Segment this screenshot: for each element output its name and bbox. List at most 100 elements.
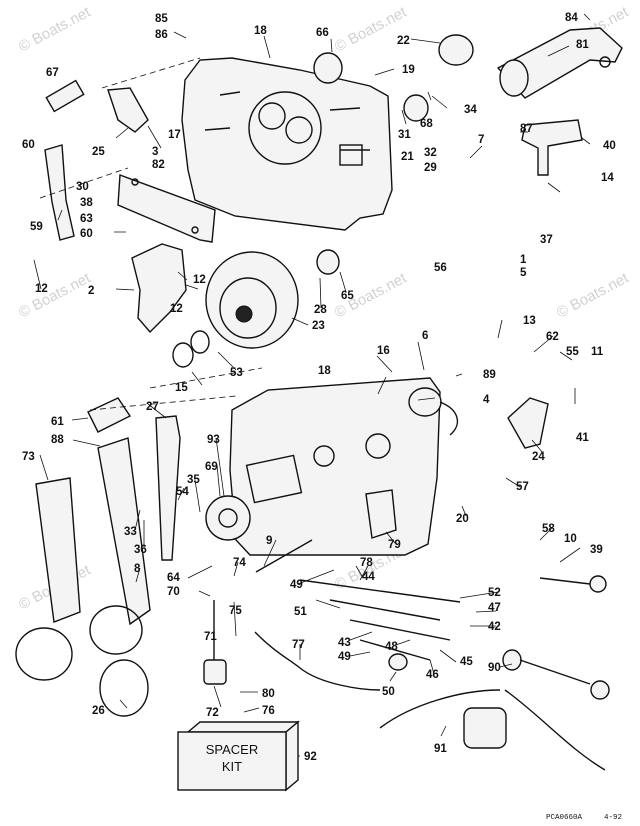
callout-label: 88 (51, 434, 64, 446)
cable-90-part (379, 689, 606, 771)
callout-label: 92 (304, 751, 317, 763)
callout-label: 33 (124, 526, 137, 538)
callout-label: 68 (420, 118, 433, 130)
switch-part (408, 387, 459, 436)
callout-label: 60 (22, 139, 35, 151)
callout-label: 1 (520, 254, 527, 266)
callout-label: 49 (338, 651, 351, 663)
callout-label: 12 (193, 274, 206, 286)
callout-label: 7 (478, 134, 484, 146)
callout-label: 81 (576, 39, 589, 51)
callout-label: 41 (576, 432, 589, 444)
callout-label: 11 (591, 346, 604, 358)
upper-housing-part (181, 57, 393, 231)
plate-3-part (107, 87, 149, 133)
callout-label: 71 (204, 631, 217, 643)
bar-27-part (155, 415, 181, 561)
callout-label: 87 (520, 123, 533, 135)
callout-label: 14 (601, 172, 614, 184)
callout-label: 77 (292, 639, 305, 651)
callout-label: 52 (488, 587, 501, 599)
callout-label: 89 (483, 369, 496, 381)
callout-label: 69 (205, 461, 218, 473)
callout-label: 12 (35, 283, 48, 295)
lever-part (44, 144, 75, 241)
callout-label: 36 (134, 544, 147, 556)
switch-knob-part (589, 575, 607, 593)
callout-label: 31 (398, 129, 411, 141)
connector-72-part (203, 659, 227, 685)
callout-label: 64 (167, 572, 180, 584)
callout-label: 17 (168, 129, 181, 141)
wiring-harness-part (299, 579, 461, 661)
callout-label: 61 (51, 416, 64, 428)
callout-label: 20 (456, 513, 469, 525)
callout-label: 73 (22, 451, 35, 463)
callout-label: 54 (176, 486, 189, 498)
callout-label: 5 (520, 267, 527, 279)
callout-label: 13 (523, 315, 536, 327)
callout-label: 42 (488, 621, 501, 633)
callout-label: 75 (229, 605, 242, 617)
bracket-24-part (507, 397, 549, 449)
callout-label: 78 (360, 557, 373, 569)
callout-label: 12 (170, 303, 183, 315)
callout-label: 86 (155, 29, 168, 41)
callout-label: 4 (483, 394, 490, 406)
callout-label: 35 (187, 474, 200, 486)
seal-65-part (316, 249, 340, 275)
callout-label: 29 (424, 162, 437, 174)
callout-label: 28 (314, 304, 327, 316)
callout-label: 79 (388, 539, 401, 551)
connector-50-part (388, 653, 408, 671)
alignment-line (39, 57, 263, 411)
connector-42-part (502, 649, 610, 700)
callout-label: 65 (341, 290, 354, 302)
spacer-kit-box: SPACER KIT (177, 720, 300, 792)
callout-label: 90 (488, 662, 501, 674)
callout-label: 34 (464, 104, 477, 116)
callout-label: 67 (46, 67, 59, 79)
callout-label: 43 (338, 637, 351, 649)
callout-labels: 85 86 18 66 22 84 81 19 67 34 68 31 3 17… (22, 12, 616, 763)
lockout-plate-part (117, 174, 216, 243)
drawing-date: 4-92 (604, 814, 622, 822)
callout-label: 93 (207, 434, 220, 446)
leader-lines (33, 13, 591, 757)
lower-housing-part (229, 377, 441, 556)
callout-label: 82 (152, 159, 165, 171)
callout-label: 9 (266, 535, 272, 547)
throttle-cam-part (205, 251, 299, 349)
watermark: © Boats.net (554, 269, 632, 321)
callout-label: 72 (206, 707, 219, 719)
callout-label: 51 (294, 606, 307, 618)
callout-label: 63 (80, 213, 93, 225)
callout-label: 19 (402, 64, 415, 76)
seal-15-part (172, 342, 194, 368)
seal-22-part (438, 34, 474, 66)
callout-label: 85 (155, 13, 168, 25)
callout-label: 70 (167, 586, 180, 598)
harness-cable-part (254, 631, 381, 691)
callout-label: 18 (318, 365, 331, 377)
callout-label: 59 (30, 221, 43, 233)
screw-9-part (255, 539, 313, 573)
callout-label: 56 (434, 262, 447, 274)
handle-assembly-part (15, 397, 151, 717)
callout-label: 24 (532, 451, 545, 463)
callout-label: 21 (401, 151, 414, 163)
callout-label: 60 (80, 228, 93, 240)
ring-53-part (190, 330, 210, 354)
callout-label: 16 (377, 345, 390, 357)
drawing-id: PCA0660A (546, 814, 583, 822)
disc-31-part (403, 94, 429, 122)
callout-label: 74 (233, 557, 246, 569)
callout-label: 39 (590, 544, 603, 556)
callout-label: 53 (230, 367, 243, 379)
callout-label: 30 (76, 181, 89, 193)
callout-label: 76 (262, 705, 275, 717)
throttle-arm-part (496, 27, 623, 99)
callout-label: 46 (426, 669, 439, 681)
callout-label: 15 (175, 382, 188, 394)
